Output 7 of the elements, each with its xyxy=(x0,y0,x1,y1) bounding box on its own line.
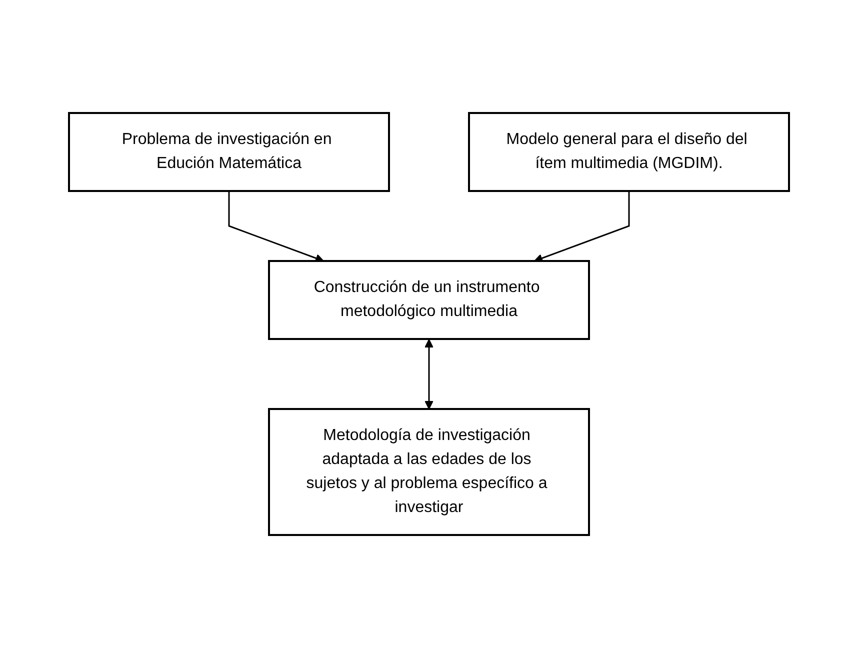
arrow xyxy=(424,339,433,410)
node-box: Construcción de un instrumento metodológico multimedia xyxy=(268,260,590,340)
node-box: Metodología de investigación adaptada a las edades de los sujetos y al problema específico a investigar xyxy=(268,408,590,536)
node-box: Modelo general para el diseño del ítem multimedia (MGDIM). xyxy=(468,112,790,192)
arrow xyxy=(228,191,324,262)
node-box: Problema de investigación en Edución Matemática xyxy=(68,112,390,192)
arrow xyxy=(534,191,630,262)
